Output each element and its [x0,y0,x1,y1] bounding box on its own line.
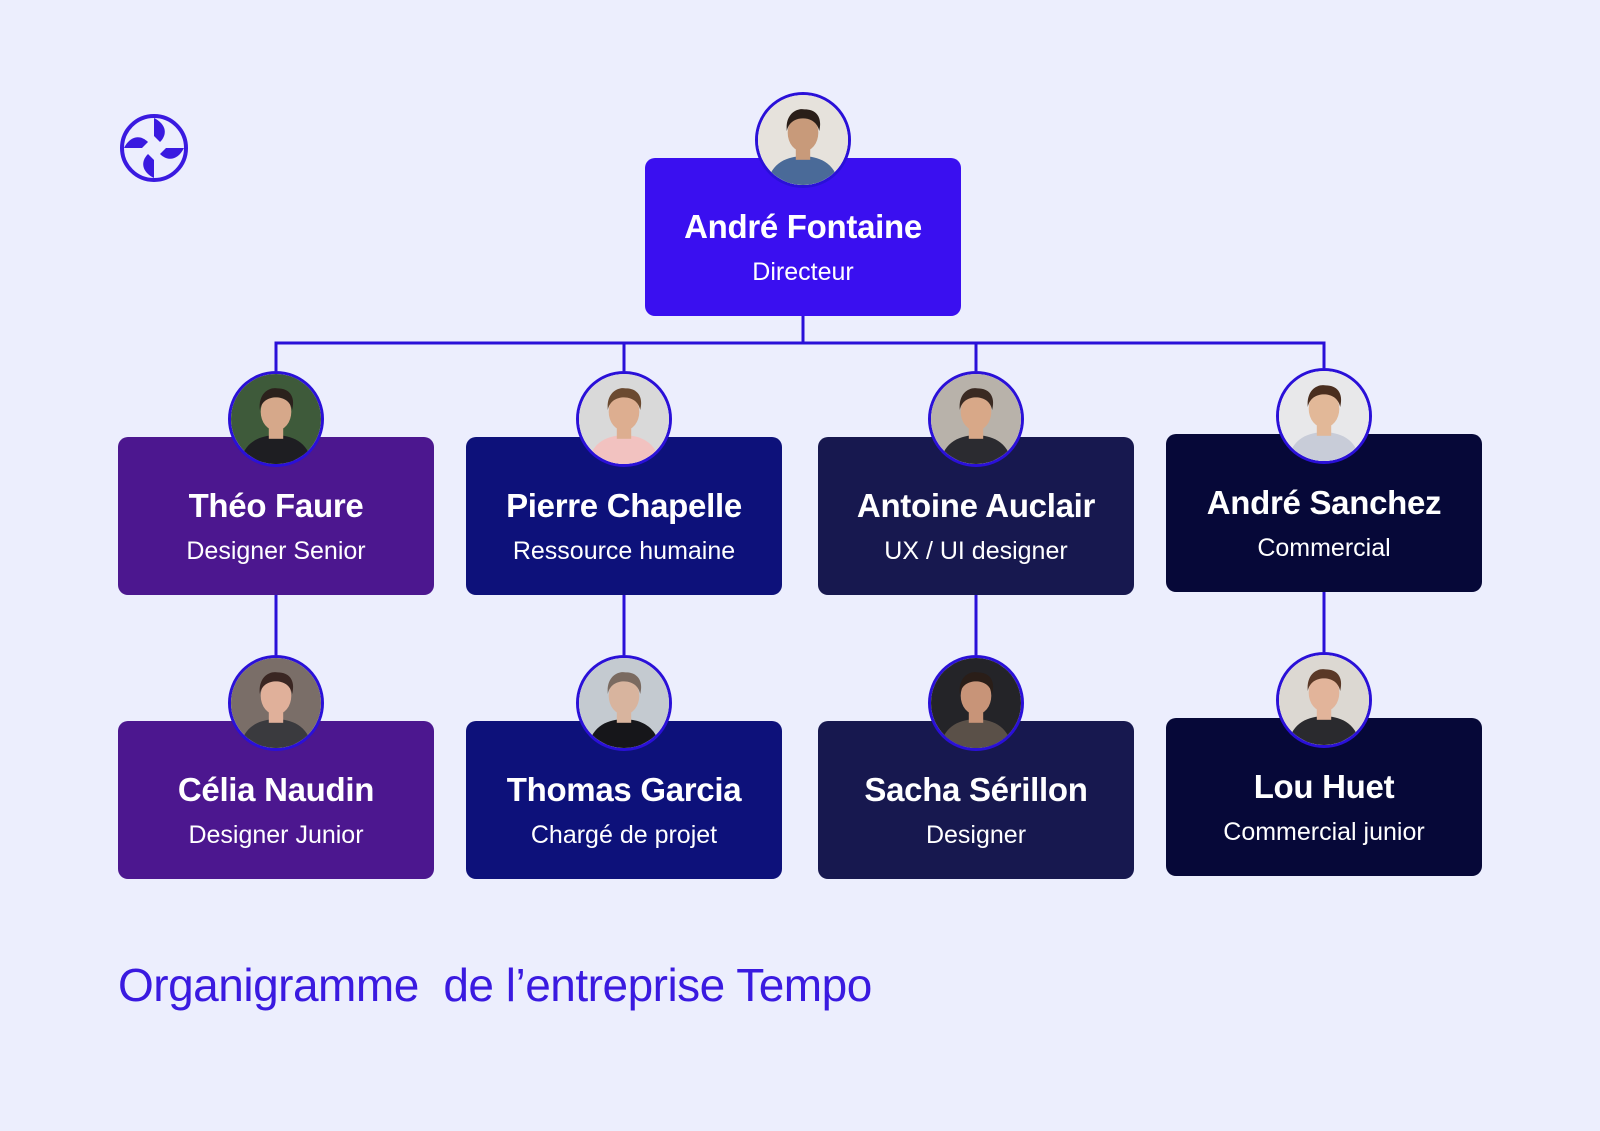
avatar-pierre-chapelle [576,371,672,467]
person-role: Designer Senior [186,537,366,565]
person-name: André Fontaine [684,208,922,245]
person-role: Designer [925,821,1027,849]
page-caption: Organigramme de l’entreprise Tempo [118,959,872,1011]
person-name: Lou Huet [1253,768,1395,805]
person-name: Antoine Auclair [856,487,1096,524]
avatar-lou-huet [1276,652,1372,748]
avatar-theo-faure [228,371,324,467]
avatar-sacha-serillon [928,655,1024,751]
person-role: Designer Junior [188,821,364,849]
person-name: Sacha Sérillon [864,771,1088,808]
person-role: Commercial [1257,534,1391,562]
connector-andre-fontaine-pierre-chapelle [622,316,805,371]
person-name: Théo Faure [188,487,364,524]
avatar-antoine-auclair [928,371,1024,467]
person-role: UX / UI designer [884,537,1068,565]
person-name: Pierre Chapelle [506,487,742,524]
avatar-thomas-garcia [576,655,672,751]
person-name: Thomas Garcia [506,771,742,808]
person-role: Ressource humaine [512,537,736,565]
person-name: André Sanchez [1206,484,1442,521]
hands-circle-icon [120,114,188,182]
person-name: Célia Naudin [177,771,375,808]
person-role: Chargé de projet [530,821,718,849]
person-role: Directeur [752,258,854,286]
logo [118,112,190,184]
avatar-celia-naudin [228,655,324,751]
connector-andre-fontaine-andre-sanchez [801,316,1326,368]
avatar-andre-sanchez [1276,368,1372,464]
person-role: Commercial junior [1223,818,1425,846]
avatar-andre-fontaine [755,92,851,188]
